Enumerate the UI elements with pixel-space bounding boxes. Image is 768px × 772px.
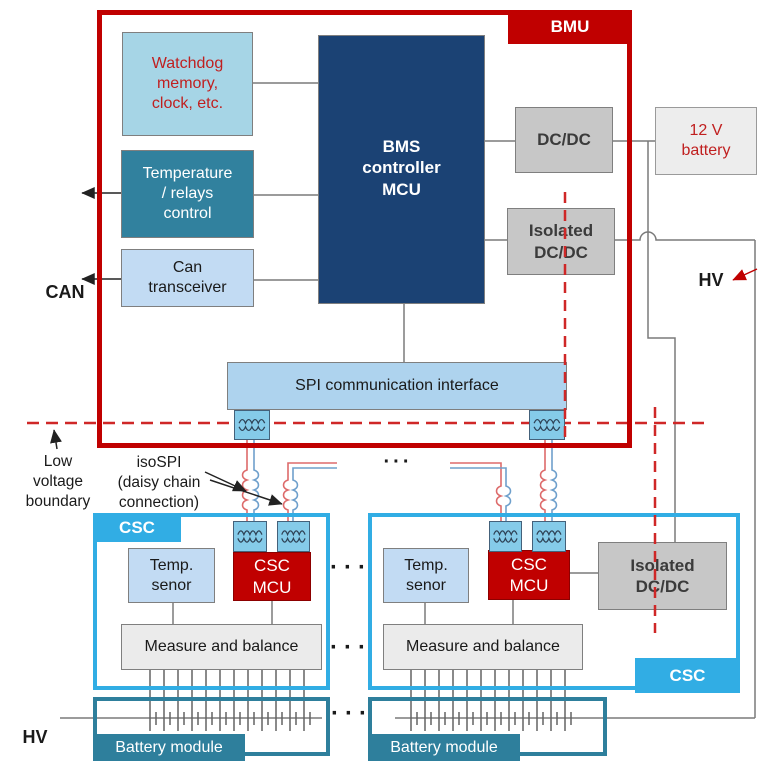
hv-label-right: HV: [698, 270, 724, 291]
csc1-boundary-box: [93, 513, 330, 690]
csc1-transformer-2: [277, 521, 310, 552]
csc2-temp-sensor-box: Temp. senor: [383, 548, 469, 603]
dcdc-box: DC/DC: [515, 107, 613, 173]
csc2-tab-label: CSC: [635, 658, 740, 693]
isospi-label: isoSPI (daisy chain connection): [117, 454, 201, 511]
csc2-measure-balance-box: Measure and balance: [383, 624, 583, 670]
csc1-transformer-1: [233, 521, 267, 552]
boundary-pointer-arrow-icon: [50, 429, 62, 450]
isolated-dcdc-box: Isolated DC/DC: [507, 208, 615, 275]
bms-controller-mcu-box: BMS controller MCU: [318, 35, 485, 304]
bmu-tab-label: BMU: [508, 10, 632, 44]
transformer-coil-icon: [238, 419, 266, 431]
low-voltage-boundary-label: Low voltage boundary: [25, 453, 91, 510]
isospi-pointer-arrow2-icon: [209, 479, 283, 506]
csc2-isolated-dcdc-box: Isolated DC/DC: [598, 542, 727, 610]
can-transceiver-box: Can transceiver: [121, 249, 254, 307]
battery-12v-box: 12 V battery: [655, 107, 757, 175]
transformer-coil-icon: [493, 530, 518, 543]
battery-module1-label: Battery module: [93, 734, 245, 761]
csc1-mcu-box: CSC MCU: [233, 552, 311, 601]
spi-interface-box: SPI communication interface: [227, 362, 567, 410]
ellipsis-measure: ···: [330, 633, 372, 661]
bmu-boundary-box: [97, 10, 632, 448]
connector-wires: [60, 82, 756, 719]
temperature-relays-box: Temperature / relays control: [121, 150, 254, 238]
bmu-transformer-2: [529, 410, 565, 440]
csc1-tab-label: CSC: [93, 513, 181, 542]
ellipsis-daisy-chain: ···: [383, 451, 413, 474]
transformer-coil-icon: [533, 419, 561, 431]
transformer-coil-icon: [281, 530, 306, 543]
csc1-measure-balance-box: Measure and balance: [121, 624, 322, 670]
csc2-mcu-box: CSC MCU: [488, 550, 570, 600]
transformer-coil-icon: [237, 530, 263, 543]
watchdog-box: Watchdog memory, clock, etc.: [122, 32, 253, 136]
ellipsis-battery: ···: [331, 699, 373, 727]
battery-module2-label: Battery module: [368, 734, 520, 761]
csc2-transformer-2: [532, 521, 566, 552]
ellipsis-csc-mcu: ···: [330, 553, 372, 581]
csc1-temp-sensor-box: Temp. senor: [128, 548, 215, 603]
hv-label-bottom: HV: [22, 727, 48, 748]
csc2-boundary-box: [368, 513, 740, 690]
csc2-transformer-1: [489, 521, 522, 552]
isospi-pointer-arrow-icon: [204, 471, 247, 492]
bmu-transformer-1: [234, 410, 270, 440]
can-label: CAN: [45, 282, 85, 303]
isospi-twisted-pairs: [241, 440, 558, 521]
transformer-coil-icon: [536, 530, 562, 543]
